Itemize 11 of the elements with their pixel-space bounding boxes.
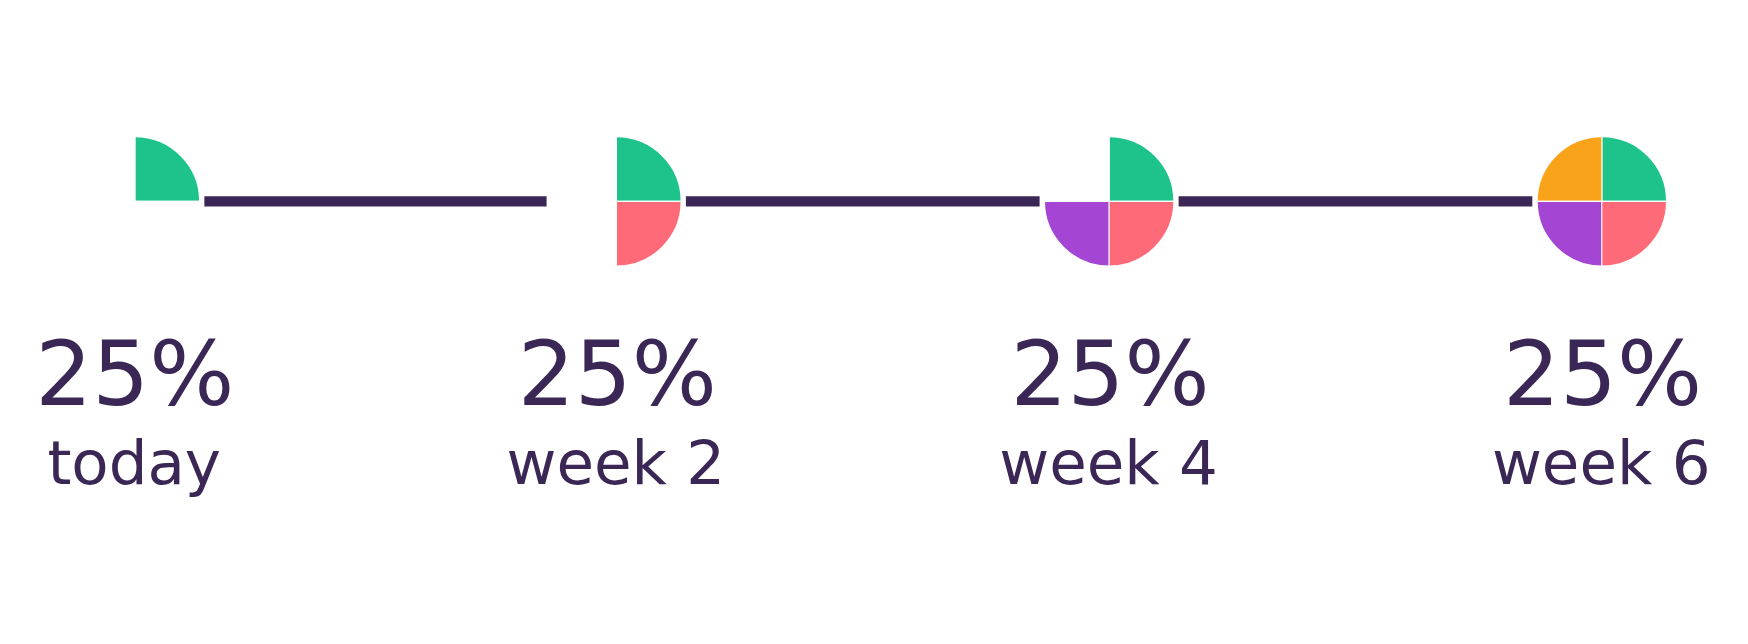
node-label: 25% <box>517 322 717 427</box>
node-label: today <box>47 427 222 499</box>
node-label: week 2 <box>506 427 726 499</box>
node-label: 25% <box>35 322 235 427</box>
connector <box>204 196 547 207</box>
node-label: 25% <box>1503 322 1703 427</box>
connector <box>1178 196 1533 207</box>
connector <box>685 196 1040 207</box>
node-label: week 4 <box>999 427 1218 499</box>
node-label: 25% <box>1010 322 1210 427</box>
node-label: week 6 <box>1491 427 1711 499</box>
